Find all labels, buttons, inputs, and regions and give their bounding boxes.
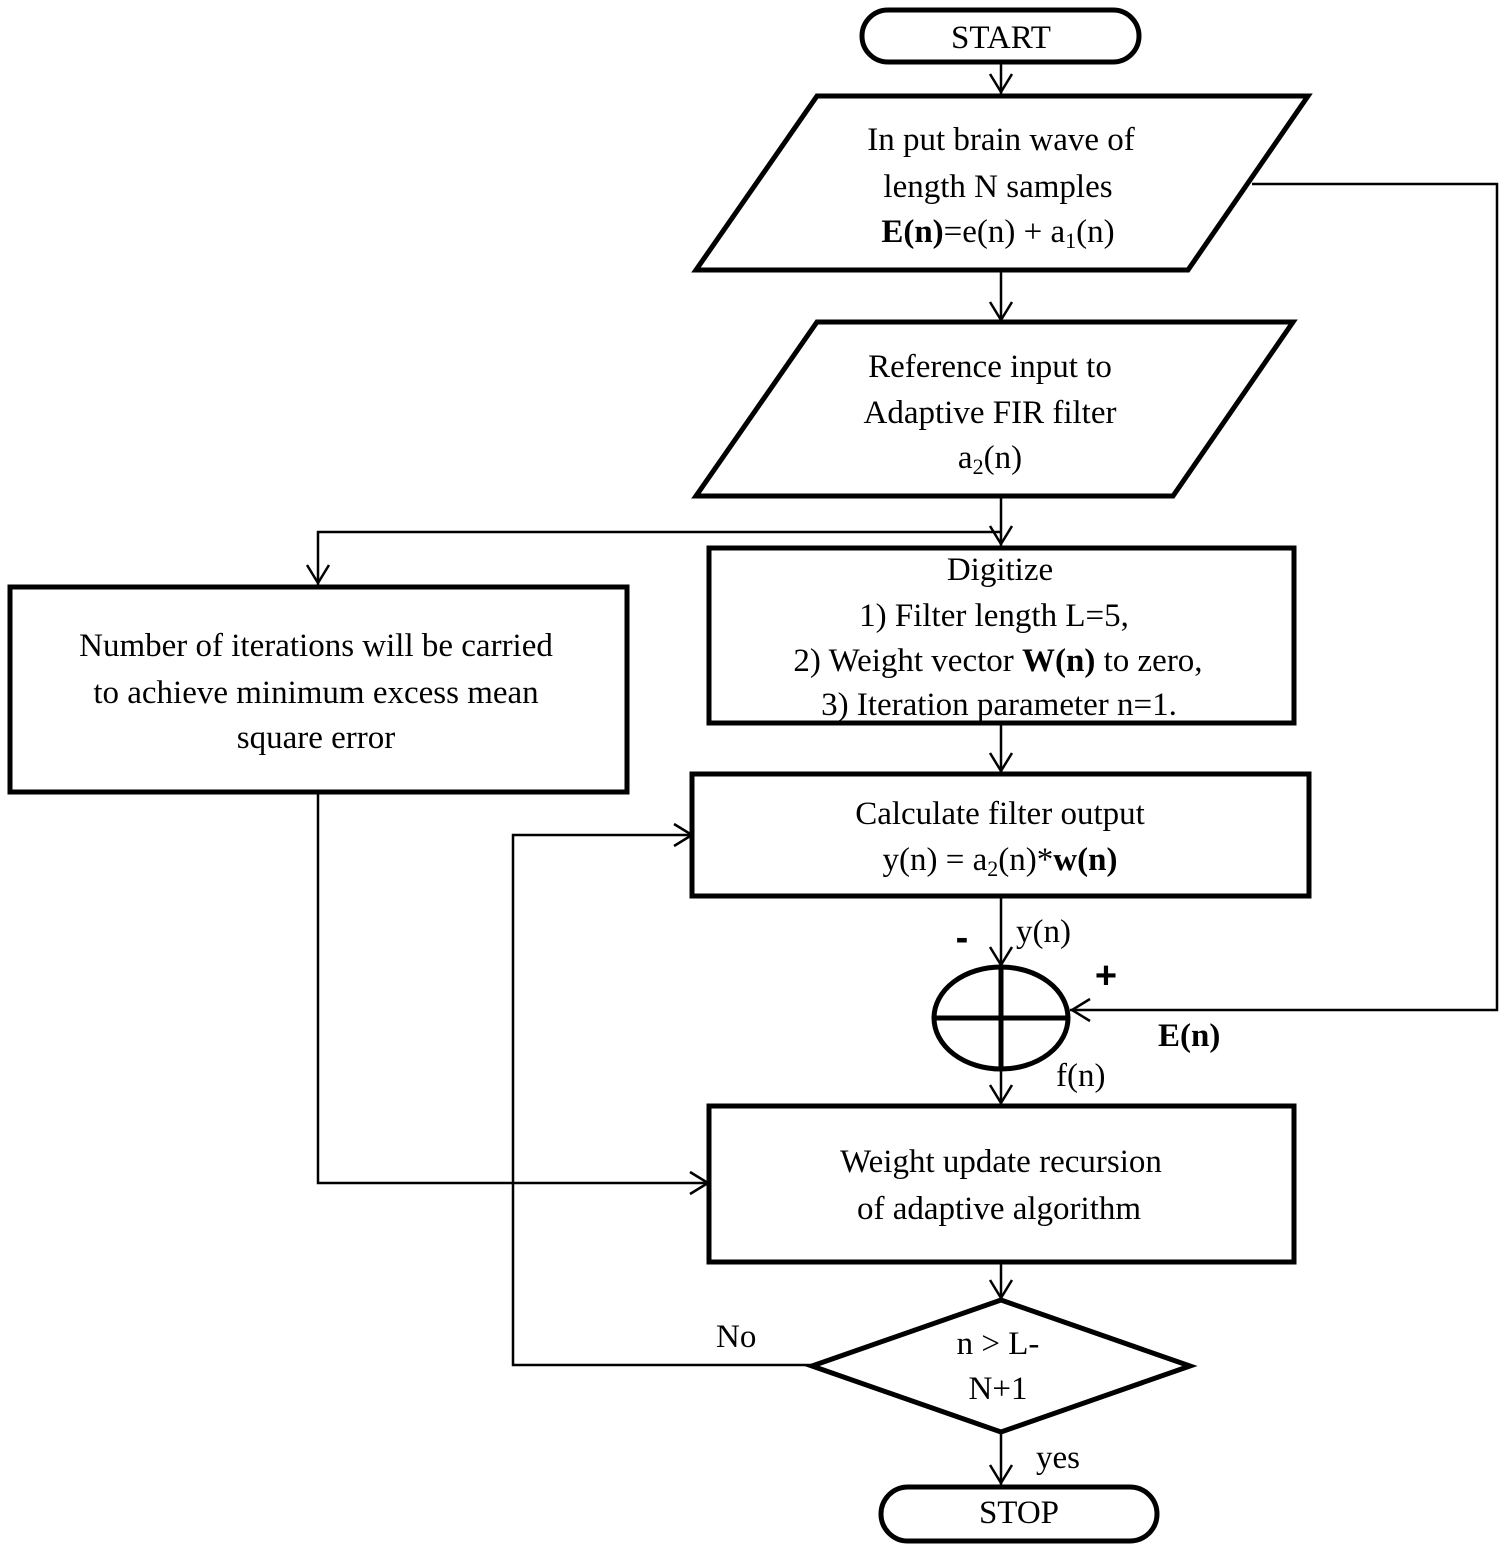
input-wave-line2: length N samples [883, 169, 1112, 205]
calculate-line1: Calculate filter output [855, 796, 1145, 832]
minus-sign: - [956, 917, 969, 959]
arrowhead-weight-update-top [988, 1084, 1014, 1106]
digitize-line3: 3) Iteration parameter n=1. [821, 687, 1177, 723]
decision-yes-label: yes [1036, 1440, 1080, 1476]
arrowhead-calculate [988, 752, 1014, 774]
start-label: START [951, 20, 1051, 56]
weight-update-node: Weight update recursion of adaptive algo… [706, 1103, 1297, 1265]
digitize-line1: 1) Filter length L=5, [859, 598, 1129, 634]
digitize-line2: 2) Weight vector W(n) to zero, [793, 643, 1202, 679]
decision-line2: N+1 [969, 1371, 1028, 1407]
reference-input-node: Reference input to Adaptive FIR filter a… [691, 319, 1298, 499]
iterations-line1: Number of iterations will be carried [79, 628, 553, 664]
decision-no-label: No [716, 1319, 756, 1355]
input-wave-node: In put brain wave of length N samples E(… [691, 93, 1313, 273]
input-wave-equation: E(n)=e(n) + a1(n) [881, 214, 1114, 253]
iterations-node: Number of iterations will be carried to … [7, 584, 630, 795]
iterations-line3: square error [237, 720, 396, 756]
summing-junction: - + y(n) E(n) f(n) [931, 914, 1220, 1094]
decision-line1: n > L- [957, 1326, 1040, 1362]
digitize-node: Digitize 1) Filter length L=5, 2) Weight… [706, 545, 1297, 726]
weight-update-line2: of adaptive algorithm [857, 1191, 1141, 1227]
stop-terminal: STOP [878, 1484, 1160, 1544]
reference-input-line1: Reference input to [868, 349, 1112, 385]
reference-input-line2: Adaptive FIR filter [864, 395, 1117, 431]
weight-update-line1: Weight update recursion [840, 1144, 1162, 1180]
reference-input-var: a2(n) [958, 440, 1022, 479]
connectors [305, 62, 1499, 1486]
label-E-n: E(n) [1158, 1018, 1220, 1054]
connector-input-feed-to-sum [1070, 182, 1499, 1012]
input-wave-line1: In put brain wave of [867, 122, 1135, 158]
digitize-title: Digitize [947, 552, 1053, 588]
plus-sign: + [1095, 955, 1117, 997]
arrowhead-input [988, 73, 1014, 95]
calculate-equation: y(n) = a2(n)*w(n) [883, 842, 1118, 881]
iterations-line2: to achieve minimum excess mean [93, 675, 538, 711]
connector-iterations-to-weight-update [316, 792, 708, 1185]
arrowhead-stop [988, 1464, 1014, 1486]
label-f-n: f(n) [1056, 1058, 1105, 1094]
stop-label: STOP [979, 1495, 1059, 1531]
arrowhead-iterations [305, 564, 331, 586]
arrowhead-sum-right [1069, 997, 1091, 1023]
label-y-n: y(n) [1016, 914, 1071, 950]
start-terminal: START [859, 7, 1142, 65]
connector-no-loop [511, 833, 812, 1367]
calculate-node: Calculate filter output y(n) = a2(n)*w(n… [689, 771, 1312, 899]
decision-node: n > L- N+1 No yes [716, 1297, 1198, 1476]
connector-branch-to-iterations [316, 530, 1001, 585]
